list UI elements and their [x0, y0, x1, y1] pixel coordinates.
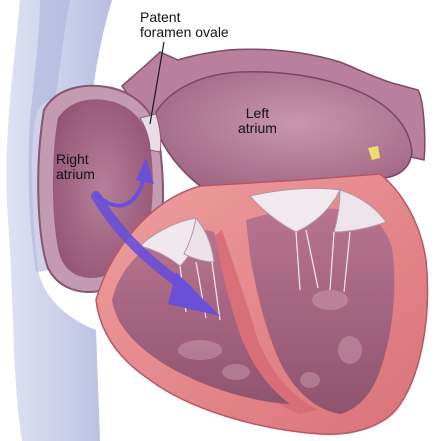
label-pfo-line2: foramen ovale — [140, 25, 229, 40]
label-patent-foramen-ovale: Patent foramen ovale — [140, 10, 229, 40]
label-pfo-line1: Patent — [140, 10, 229, 25]
label-left-atrium: Left atrium — [238, 106, 277, 136]
label-ra-line2: atrium — [56, 167, 95, 182]
label-la-line2: atrium — [238, 121, 277, 136]
label-ra-line1: Right — [56, 152, 95, 167]
label-la-line1: Left — [238, 106, 277, 121]
label-right-atrium: Right atrium — [56, 152, 95, 182]
